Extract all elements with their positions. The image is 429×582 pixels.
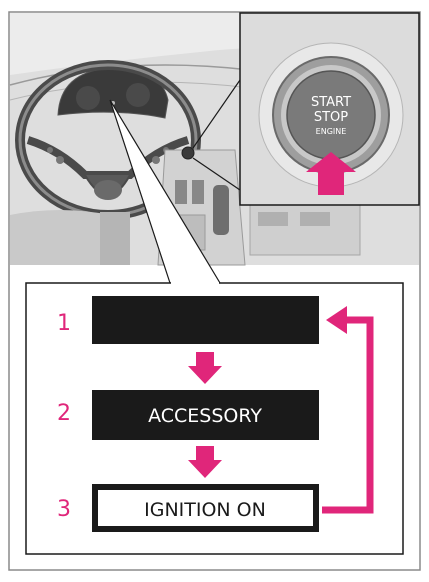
- console-switch-2: [192, 180, 204, 204]
- gear-shifter: [213, 185, 229, 235]
- mode-panel: 1 2 3 ACCESSORY IGNITION ON: [25, 282, 404, 555]
- steering-wheel-center: [94, 180, 122, 200]
- wheel-button-left-2: [47, 147, 53, 153]
- glovebox-latch: [258, 212, 288, 226]
- step-label-3: 3: [57, 497, 71, 522]
- mode-box-off: [92, 296, 319, 344]
- mode-box-ignition-on-inner: [98, 490, 313, 526]
- wheel-button-left-1: [56, 156, 64, 164]
- step-label-2: 2: [57, 401, 71, 426]
- down-arrow-1-icon: [188, 352, 222, 384]
- leader-line-bottom: [192, 157, 241, 191]
- mode-label-ignition-on: IGNITION ON: [144, 499, 266, 521]
- start-button-inset: START STOP ENGINE: [239, 12, 420, 206]
- start-button-location-dot: [181, 146, 195, 160]
- console-switch-1: [175, 180, 187, 204]
- mode-box-accessory: [92, 390, 319, 440]
- return-arrow-head-icon: [326, 306, 347, 334]
- step-label-1: 1: [57, 311, 71, 336]
- steering-column: [100, 212, 130, 265]
- button-text-start: START: [311, 95, 351, 110]
- mode-label-accessory: ACCESSORY: [148, 405, 262, 427]
- down-arrow-2-icon: [188, 446, 222, 478]
- wheel-button-right-1: [152, 156, 160, 164]
- leader-line-top: [192, 79, 241, 149]
- button-text-stop: STOP: [314, 110, 348, 125]
- return-loop-line: [322, 316, 374, 514]
- gauge-right: [126, 83, 150, 107]
- lower-dashboard-left: [10, 210, 110, 265]
- dash-vent: [300, 212, 330, 226]
- gauge-left: [76, 86, 100, 110]
- press-arrow-icon: [306, 152, 356, 195]
- button-text-engine: ENGINE: [316, 127, 347, 136]
